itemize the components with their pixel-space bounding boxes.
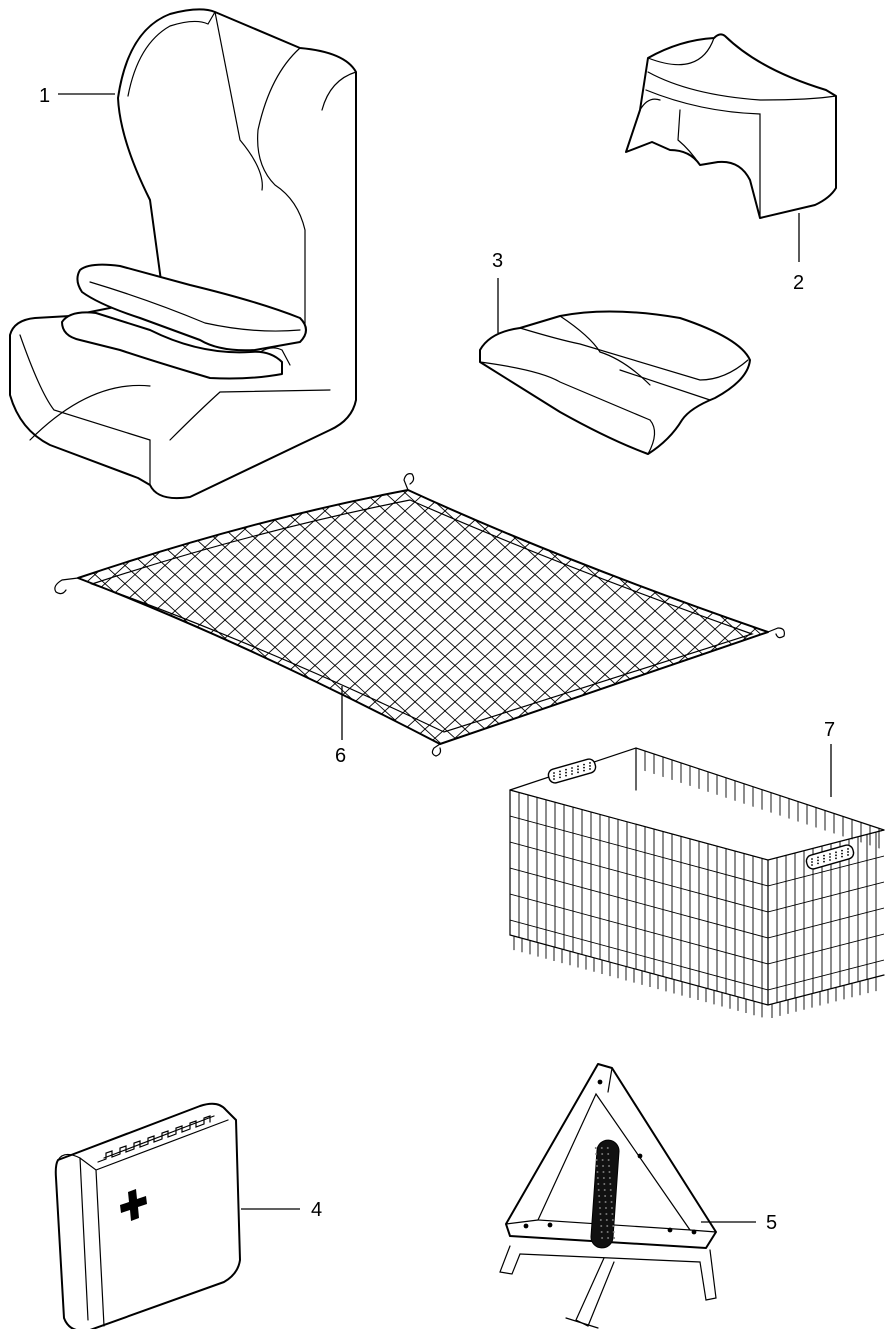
- cross-icon: [120, 1189, 147, 1221]
- callout-6: 6: [335, 745, 346, 767]
- booster-cushion-part: [625, 33, 837, 219]
- child-seat-part: [9, 8, 357, 500]
- callout-7: 7: [824, 719, 835, 741]
- warning-triangle-part: [499, 1063, 717, 1329]
- callout-4: 4: [311, 1199, 322, 1221]
- callout-1: 1: [39, 85, 50, 107]
- seat-pad-part: [479, 310, 751, 455]
- wire-basket-part: [509, 747, 885, 1018]
- luggage-net-part: [54, 473, 785, 757]
- callout-2: 2: [793, 272, 804, 294]
- first-aid-kit-part: [54, 1102, 241, 1329]
- callout-3: 3: [492, 250, 503, 272]
- callout-5: 5: [766, 1212, 777, 1234]
- reflector-strip: [590, 1139, 620, 1249]
- leader-lines: [58, 93, 832, 1223]
